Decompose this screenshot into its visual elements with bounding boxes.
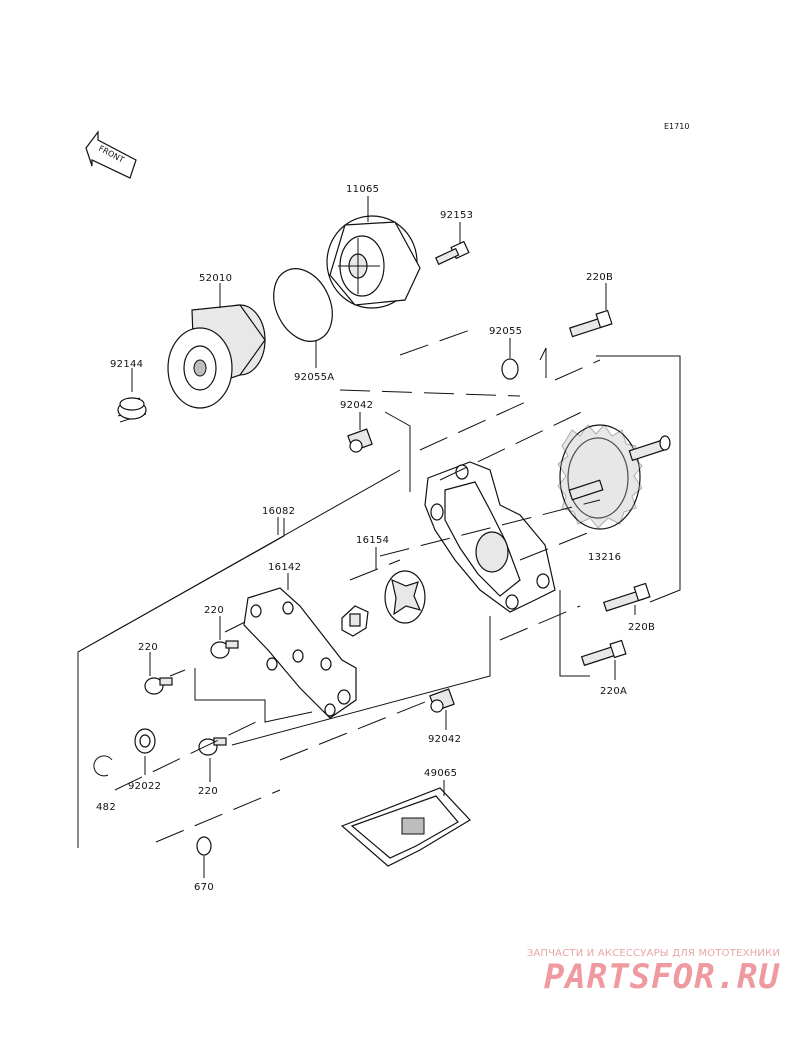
dowel-92042-top xyxy=(347,428,373,453)
label-220B-top: 220B xyxy=(586,272,613,283)
o-ring-92055A xyxy=(273,268,333,342)
label-92042-top: 92042 xyxy=(340,400,373,411)
screw-220-left xyxy=(144,677,173,695)
diagram-code: E1710 xyxy=(664,122,689,131)
bolt-220B-top xyxy=(568,309,613,338)
circlip-482 xyxy=(93,755,113,777)
bolt-220A xyxy=(580,639,627,667)
watermark-tagline: ЗАПЧАСТИ И АКСЕССУАРЫ ДЛЯ МОТОТЕХНИКИ xyxy=(526,948,780,959)
label-92144: 92144 xyxy=(110,359,143,370)
label-16154: 16154 xyxy=(356,535,389,546)
leader-lines xyxy=(77,196,681,878)
screw-220-upper xyxy=(210,640,239,659)
washer-92022 xyxy=(134,728,156,754)
label-49065: 49065 xyxy=(424,768,457,779)
screw-220-lower xyxy=(198,737,227,756)
part-labels: 11065 92153 52010 220B 92055 92144 92055… xyxy=(96,184,655,893)
label-92055A: 92055A xyxy=(294,372,334,383)
o-ring-670 xyxy=(196,836,212,856)
pump-body-16082 xyxy=(424,461,556,613)
front-arrow-icon: FRONT xyxy=(85,130,137,179)
label-92153: 92153 xyxy=(440,210,473,221)
label-92055: 92055 xyxy=(489,326,522,337)
label-16142: 16142 xyxy=(268,562,301,573)
watermark: ЗАПЧАСТИ И АКСЕССУАРЫ ДЛЯ МОТОТЕХНИКИ PA… xyxy=(480,948,780,995)
bolt-92153 xyxy=(434,240,470,266)
label-220A: 220A xyxy=(600,686,627,697)
label-220-c: 220 xyxy=(198,786,218,797)
label-220B-bottom: 220B xyxy=(628,622,655,633)
watermark-logo: PARTSFOR.RU xyxy=(543,957,780,997)
strainer-49065 xyxy=(340,787,471,867)
label-670: 670 xyxy=(194,882,214,893)
label-16082: 16082 xyxy=(262,506,295,517)
label-52010: 52010 xyxy=(199,273,232,284)
pump-cover-11065 xyxy=(326,215,421,309)
o-ring-92055 xyxy=(501,358,519,380)
label-13216: 13216 xyxy=(588,552,621,563)
label-482: 482 xyxy=(96,802,116,813)
bolt-220B-bottom xyxy=(602,582,651,612)
inner-rotor xyxy=(341,605,369,637)
spring-92144 xyxy=(117,397,147,423)
dowel-92042-bottom xyxy=(429,688,455,713)
label-220-b: 220 xyxy=(138,642,158,653)
pump-gear-13216 xyxy=(557,424,671,530)
label-220-a: 220 xyxy=(204,605,224,616)
cover-plate-16142 xyxy=(243,587,357,719)
oil-filter-52010 xyxy=(167,304,266,409)
label-92042-bottom: 92042 xyxy=(428,734,461,745)
label-11065: 11065 xyxy=(346,184,379,195)
rotor-16154 xyxy=(384,570,426,624)
label-92022: 92022 xyxy=(128,781,161,792)
